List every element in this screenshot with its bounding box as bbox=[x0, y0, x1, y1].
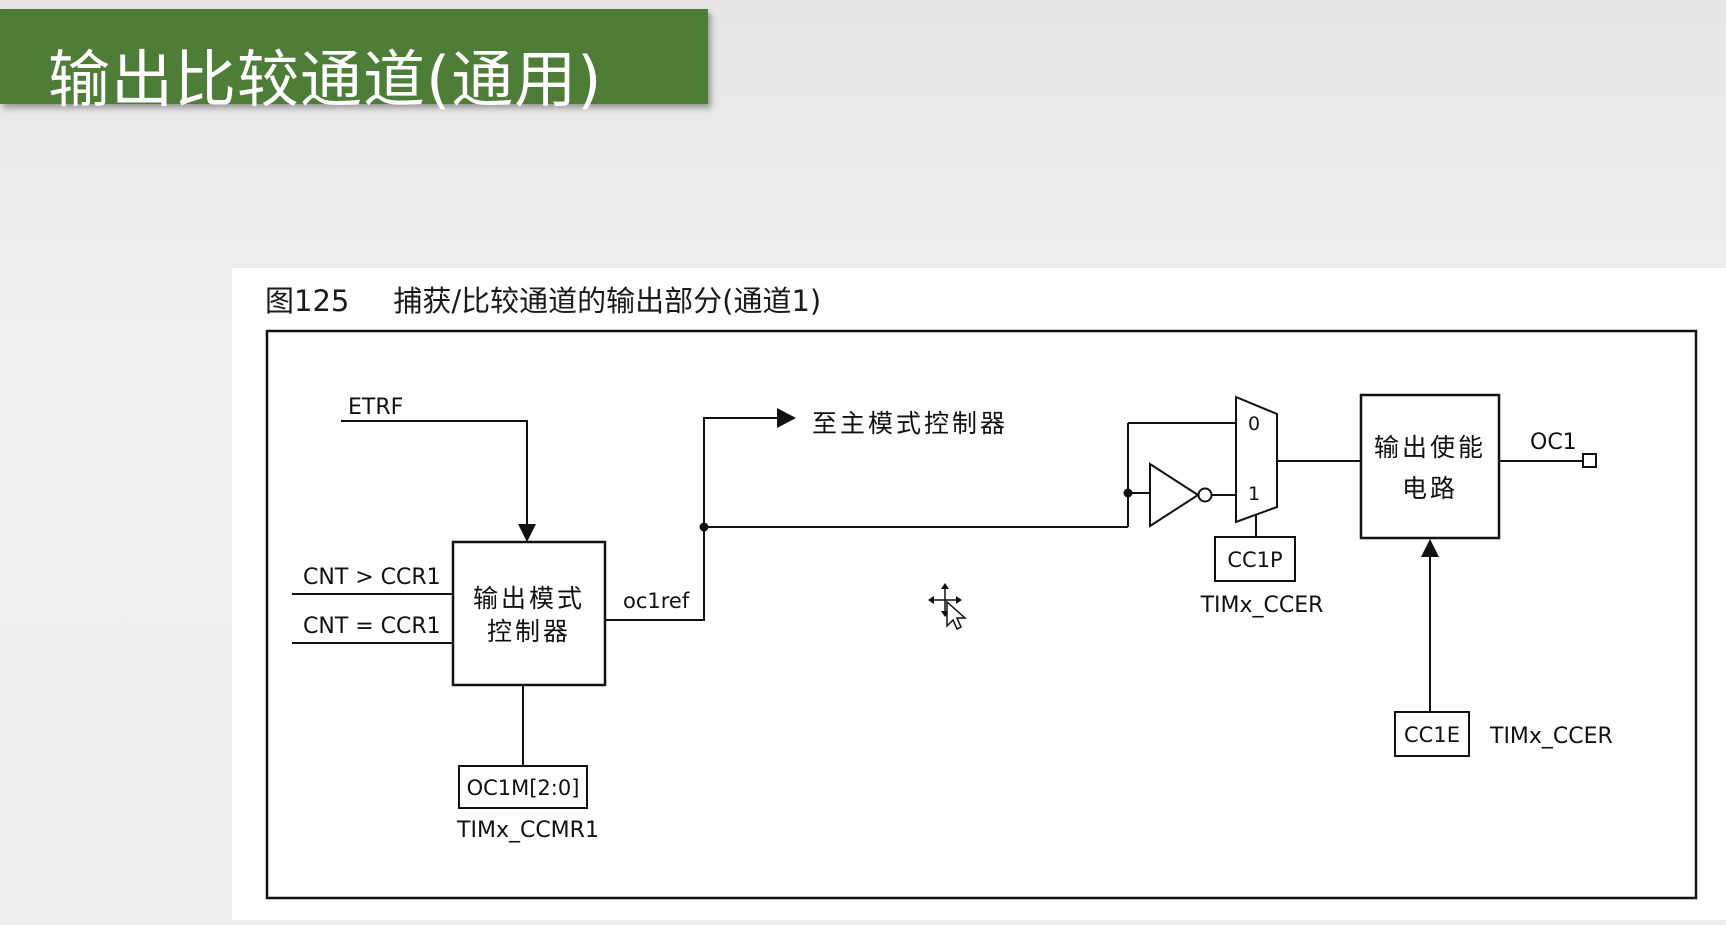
oc1m-label: OC1M[2:0] bbox=[467, 776, 580, 800]
cc1e-label: CC1E bbox=[1404, 723, 1460, 747]
inverter-triangle bbox=[1149, 462, 1200, 528]
oc1-pin bbox=[1582, 453, 1597, 468]
cc1e-box bbox=[1394, 711, 1470, 757]
output-mode-controller-line1: 输出模式 bbox=[473, 584, 585, 613]
output-mode-controller-block bbox=[451, 540, 607, 687]
oc1m-box bbox=[458, 765, 588, 809]
mux-input0-label: 0 bbox=[1248, 413, 1260, 435]
cnt-gt-ccr1-label: CNT > CCR1 bbox=[303, 565, 441, 590]
etrf-label: ETRF bbox=[348, 395, 403, 420]
mux-trapezoid bbox=[1235, 395, 1278, 524]
move-cursor-icon bbox=[928, 583, 967, 631]
cnt-eq-ccr1-label: CNT = CCR1 bbox=[303, 614, 441, 639]
output-enable-line1: 输出使能 bbox=[1374, 433, 1486, 462]
slide-title: 输出比较通道(通用) bbox=[48, 43, 603, 116]
mux-input1-label: 1 bbox=[1248, 483, 1260, 505]
output-mode-controller-line2: 控制器 bbox=[487, 617, 571, 646]
title-banner: 输出比较通道(通用) bbox=[0, 9, 708, 116]
figure-number: 图125 bbox=[265, 284, 350, 318]
oc1-label: OC1 bbox=[1530, 430, 1577, 455]
timx-ccmr1-label: TIMx_CCMR1 bbox=[456, 818, 599, 843]
etrf-wire bbox=[341, 420, 528, 534]
master-mode-arrowhead bbox=[777, 408, 796, 428]
cc1p-register-label: TIMx_CCER bbox=[1200, 593, 1324, 618]
figure-caption-text: 捕获/比较通道的输出部分(通道1) bbox=[393, 284, 822, 318]
master-mode-wire bbox=[703, 417, 779, 527]
cc1e-register-label: TIMx_CCER bbox=[1489, 724, 1613, 749]
cc1p-box bbox=[1214, 536, 1296, 582]
etrf-arrowhead bbox=[518, 524, 536, 542]
output-enable-line2: 电路 bbox=[1402, 474, 1458, 503]
diagram-frame bbox=[265, 329, 1698, 900]
master-mode-target-label: 至主模式控制器 bbox=[812, 409, 1008, 438]
cc1e-arrowhead bbox=[1421, 539, 1439, 557]
output-enable-block bbox=[1359, 393, 1501, 540]
inverter-bubble bbox=[1197, 487, 1213, 503]
oc1ref-wire bbox=[605, 527, 705, 621]
figure-caption: 图125 捕获/比较通道的输出部分(通道1) bbox=[265, 278, 821, 320]
cc1p-label: CC1P bbox=[1227, 548, 1282, 572]
oc1ref-label: oc1ref bbox=[623, 589, 690, 613]
